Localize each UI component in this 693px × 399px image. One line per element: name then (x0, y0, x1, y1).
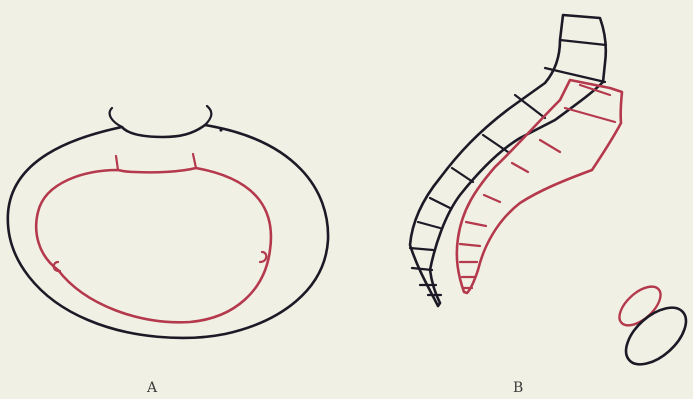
inner-dorsal-spines (116, 154, 196, 170)
panel-a-label: A (147, 380, 158, 396)
panel-b-label: B (513, 380, 524, 396)
red-limb-segments (460, 85, 615, 288)
small-dot (219, 128, 222, 131)
outer-dark-outline (8, 125, 328, 338)
panel-a (8, 106, 328, 338)
inner-red-outline (36, 168, 271, 322)
panel-b (410, 15, 693, 375)
dark-limb-segments (410, 40, 606, 295)
red-limb-outline (457, 80, 622, 293)
inner-lateral-knobs (54, 252, 267, 271)
outer-dorsal-notch (110, 106, 212, 127)
dark-limb-outline (410, 15, 606, 306)
